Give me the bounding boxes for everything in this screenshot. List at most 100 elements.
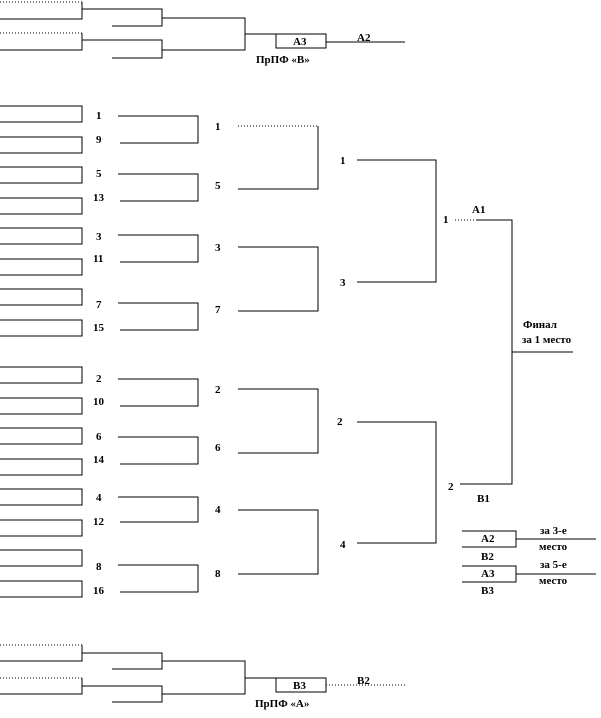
slot-box bbox=[275, 33, 327, 49]
third-place-label: за 3-е bbox=[540, 525, 567, 537]
bracket-caption: ПрПФ «А» bbox=[255, 698, 309, 710]
connector-line bbox=[162, 17, 246, 51]
match-connector bbox=[118, 302, 199, 331]
seed-label: 9 bbox=[96, 134, 102, 146]
match-connector bbox=[118, 564, 199, 593]
match-connector bbox=[238, 388, 319, 454]
upper-winner-label: А1 bbox=[472, 204, 485, 216]
third-place-bottom: В2 bbox=[481, 551, 494, 563]
entry-box bbox=[0, 488, 83, 506]
seed-label: 4 bbox=[96, 492, 102, 504]
seed-label: 2 bbox=[96, 373, 102, 385]
match-connector bbox=[118, 378, 199, 407]
final-label: Финал bbox=[523, 319, 557, 331]
third-place-label: место bbox=[539, 541, 568, 553]
seed-label: 2 bbox=[215, 384, 221, 396]
match-connector bbox=[118, 115, 199, 144]
entry-line bbox=[0, 645, 83, 662]
entry-box bbox=[0, 580, 83, 598]
connector-line bbox=[162, 660, 246, 695]
seed-label: 7 bbox=[96, 299, 102, 311]
main-bracket: 1 9 5 13 3 11 7 15 2 10 6 14 4 12 8 16 bbox=[0, 105, 573, 598]
winner-label: В2 bbox=[357, 675, 370, 687]
slot-box bbox=[275, 677, 327, 693]
entry-box bbox=[0, 288, 83, 306]
entry-box bbox=[0, 519, 83, 537]
seed-label: 1 bbox=[443, 214, 449, 226]
fifth-place-label: за 5-е bbox=[540, 559, 567, 571]
seed-label: 5 bbox=[215, 180, 221, 192]
fifth-place-bottom: В3 bbox=[481, 585, 494, 597]
seed-label: 8 bbox=[215, 568, 221, 580]
round1-connectors bbox=[118, 115, 199, 593]
seed-label: 12 bbox=[93, 516, 105, 528]
match-connector bbox=[357, 421, 437, 544]
final-connector bbox=[455, 219, 573, 485]
placement-matches: А2 В2 за 3-е место А3 В3 за 5-е место bbox=[462, 525, 596, 597]
seed-label: 2 bbox=[337, 416, 343, 428]
match-connector bbox=[238, 126, 319, 190]
match-connector bbox=[238, 246, 319, 312]
winner-label: А2 bbox=[357, 32, 371, 44]
seed-label: 11 bbox=[93, 253, 103, 265]
fifth-place-label: место bbox=[539, 575, 568, 587]
seed-label: 1 bbox=[96, 110, 102, 122]
connector-line bbox=[82, 39, 163, 59]
seed-label: 1 bbox=[340, 155, 346, 167]
seed-label: 15 bbox=[93, 322, 105, 334]
semifinal-line bbox=[460, 219, 513, 485]
round1-seeds: 1 9 5 13 3 11 7 15 2 10 6 14 4 12 8 16 bbox=[93, 110, 105, 597]
top-consolation-bracket: А3 А2 ПрПФ «В» bbox=[0, 1, 405, 66]
entry-box bbox=[0, 197, 83, 215]
seed-label: 13 bbox=[93, 192, 105, 204]
seed-label: 7 bbox=[215, 304, 221, 316]
entry-box bbox=[0, 227, 83, 245]
entry-line bbox=[0, 2, 83, 20]
seed-label: 6 bbox=[215, 442, 221, 454]
entry-box bbox=[0, 549, 83, 567]
seed-label: 8 bbox=[96, 561, 102, 573]
round1-entry-boxes bbox=[0, 105, 83, 598]
bottom-consolation-bracket: В3 В2 ПрПФ «А» bbox=[0, 644, 405, 710]
semifinal-seeds: 1 2 А1 В1 Финал за 1 место bbox=[443, 204, 572, 505]
lower-winner-label: В1 bbox=[477, 493, 490, 505]
fifth-place-top: А3 bbox=[481, 568, 495, 580]
entry-box bbox=[0, 458, 83, 476]
slot-label: А3 bbox=[293, 36, 307, 48]
seed-label: 1 bbox=[215, 121, 221, 133]
seed-label: 4 bbox=[215, 504, 221, 516]
match-connector bbox=[357, 159, 437, 283]
entry-box bbox=[0, 258, 83, 276]
match-connector bbox=[118, 436, 199, 465]
seed-label: 14 bbox=[93, 454, 105, 466]
final-label: за 1 место bbox=[522, 334, 572, 346]
bracket-caption: ПрПФ «В» bbox=[256, 54, 310, 66]
entry-box bbox=[0, 166, 83, 184]
round2-seeds: 1 5 3 7 2 6 4 8 bbox=[215, 121, 221, 580]
entry-box bbox=[0, 105, 83, 123]
seed-label: 16 bbox=[93, 585, 105, 597]
seed-label: 4 bbox=[340, 539, 346, 551]
match-connector bbox=[238, 509, 319, 575]
entry-box bbox=[0, 319, 83, 337]
seed-label: 5 bbox=[96, 168, 102, 180]
match-connector bbox=[118, 173, 199, 202]
seed-label: 3 bbox=[215, 242, 221, 254]
seed-label: 3 bbox=[96, 231, 102, 243]
seed-label: 6 bbox=[96, 431, 102, 443]
seed-label: 10 bbox=[93, 396, 105, 408]
seed-label: 3 bbox=[340, 277, 346, 289]
entry-box bbox=[0, 397, 83, 415]
round3-connectors bbox=[357, 159, 437, 544]
connector-line bbox=[82, 652, 163, 670]
round3-seeds: 1 3 2 4 bbox=[337, 155, 346, 551]
slot-label: В3 bbox=[293, 680, 306, 692]
connector-line bbox=[82, 685, 163, 703]
match-connector bbox=[118, 234, 199, 263]
connector-line bbox=[82, 8, 163, 27]
third-place-top: А2 bbox=[481, 533, 495, 545]
match-connector bbox=[118, 496, 199, 523]
entry-box bbox=[0, 366, 83, 384]
entry-line bbox=[0, 678, 83, 695]
